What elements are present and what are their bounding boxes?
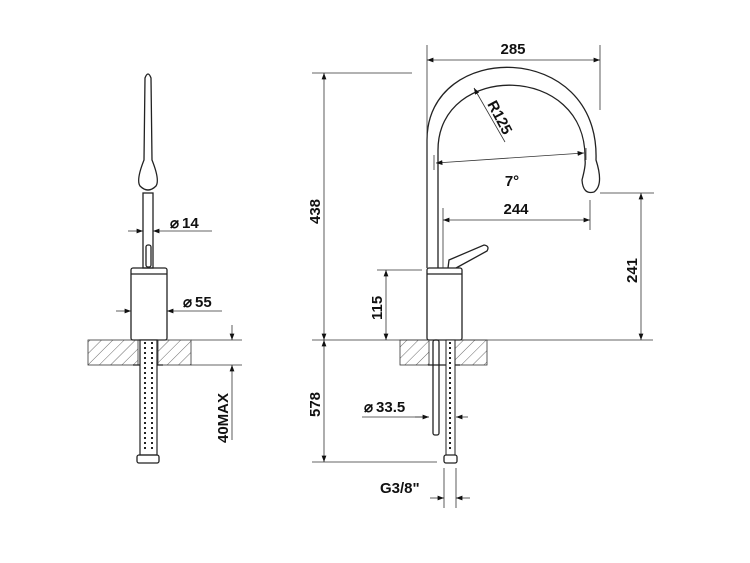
dim-body-diameter: 55 bbox=[195, 294, 212, 311]
diameter-symbol: ⌀ bbox=[170, 215, 179, 232]
side-countertop-right bbox=[157, 339, 192, 366]
svg-text:⌀55: ⌀55 bbox=[183, 294, 212, 311]
diameter-symbol: ⌀ bbox=[183, 294, 192, 311]
side-hose bbox=[139, 339, 158, 456]
dim-height-total: 438 bbox=[307, 199, 324, 224]
dim-body-height: 115 bbox=[369, 296, 386, 320]
dim-outlet-height: 241 bbox=[624, 258, 641, 283]
side-hose-nut bbox=[136, 454, 160, 464]
dim-hole-diameter: 33.5 bbox=[376, 399, 405, 416]
side-view: ⌀14 ⌀55 40MAX bbox=[87, 73, 242, 464]
diameter-symbol: ⌀ bbox=[364, 399, 373, 416]
front-body bbox=[426, 267, 463, 341]
side-spout bbox=[138, 73, 158, 191]
side-body bbox=[130, 267, 168, 341]
front-spout bbox=[426, 66, 601, 268]
dim-spout-diameter: 14 bbox=[182, 215, 199, 232]
svg-text:⌀33.5: ⌀33.5 bbox=[364, 399, 405, 416]
dim-hose-length: 578 bbox=[307, 392, 324, 417]
dim-reach-outlet: 244 bbox=[503, 201, 529, 218]
side-lever bbox=[145, 244, 152, 268]
dim-max-deck-thickness: 40MAX bbox=[215, 393, 232, 443]
front-view: 285 438 R125 7° 244 241 115 578 ⌀33.5 bbox=[307, 41, 654, 508]
front-lever bbox=[447, 244, 489, 269]
front-countertop-right bbox=[454, 339, 488, 366]
dim-connection-thread: G3/8" bbox=[380, 480, 420, 497]
front-hose-nut bbox=[443, 454, 458, 464]
dim-spout-radius: R125 bbox=[483, 98, 515, 138]
svg-text:⌀14: ⌀14 bbox=[170, 215, 199, 232]
dim-spout-angle: 7° bbox=[505, 173, 519, 190]
side-countertop-left bbox=[87, 339, 139, 366]
dim-reach-total: 285 bbox=[500, 41, 525, 58]
front-countertop-left bbox=[399, 339, 430, 366]
front-threaded-rod bbox=[432, 339, 440, 436]
